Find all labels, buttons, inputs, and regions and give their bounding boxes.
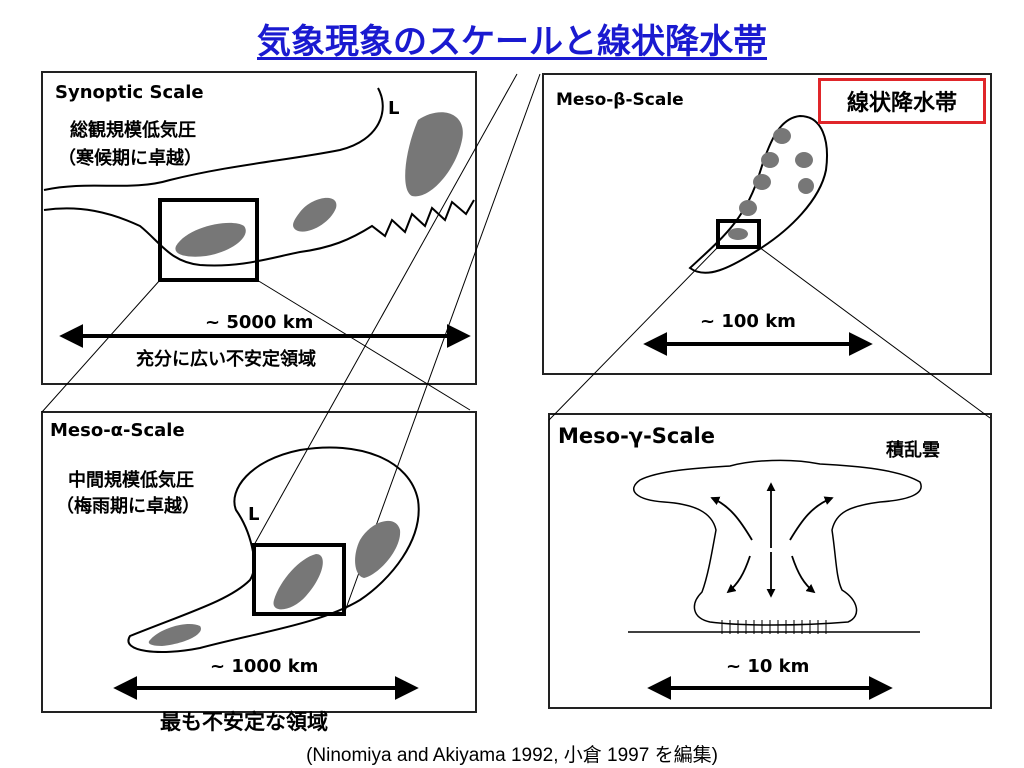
synoptic-weather-map — [43, 87, 475, 282]
rain-cell — [753, 174, 771, 190]
page-title: 気象現象のスケールと線状降水帯 — [0, 14, 1024, 63]
meso-alpha-desc-line2: （梅雨期に卓越） — [56, 496, 200, 517]
synoptic-front-line — [43, 87, 384, 191]
zoom-box-synoptic — [158, 198, 259, 282]
rain-area — [273, 554, 323, 610]
meso-gamma-heading: Meso-γ-Scale — [558, 424, 715, 448]
page-title-text: 気象現象のスケールと線状降水帯 — [257, 22, 767, 62]
synoptic-note: 充分に広い不安定領域 — [136, 349, 316, 370]
rain-area — [405, 112, 463, 197]
meso-beta-scale-label: ~ 100 km — [700, 311, 796, 332]
meso-alpha-scale-label: ~ 1000 km — [210, 656, 319, 677]
synoptic-cold-front — [43, 199, 475, 267]
meso-alpha-low-marker: L — [248, 504, 260, 525]
highlight-label: 線状降水帯 — [846, 91, 957, 116]
zoom-box-meso-beta — [716, 219, 761, 249]
rain-area — [355, 520, 401, 578]
synoptic-low-marker: L — [388, 98, 400, 119]
panel-frame-meso-alpha — [41, 411, 477, 713]
rain-area — [293, 197, 337, 232]
rain-cell — [761, 152, 779, 168]
panel-frame-meso-gamma — [548, 413, 992, 709]
rain-cell — [798, 178, 814, 194]
cumulonimbus-drawing — [628, 459, 922, 634]
meso-alpha-heading: Meso-α-Scale — [50, 420, 185, 441]
synoptic-scale-label: ~ 5000 km — [205, 312, 314, 333]
rain-cell — [795, 152, 813, 168]
rainband-outline — [688, 114, 828, 274]
precipitation-lines — [721, 620, 827, 634]
rain-area — [148, 623, 202, 646]
synoptic-heading: Synoptic Scale — [55, 82, 204, 103]
source-caption: (Ninomiya and Akiyama 1992, 小倉 1997 を編集) — [306, 745, 718, 766]
synoptic-desc-line1: 総観規模低気圧 — [70, 120, 196, 141]
rain-cell — [739, 200, 757, 216]
cloud-label: 積乱雲 — [886, 440, 940, 461]
zoom-box-meso-alpha — [252, 543, 346, 616]
meso-beta-band — [688, 114, 828, 274]
highlight-label-box: 線状降水帯 — [818, 78, 986, 124]
meso-gamma-scale-label: ~ 10 km — [726, 656, 810, 677]
panel-frame-synoptic — [41, 71, 477, 385]
rain-cell — [728, 228, 748, 240]
meso-alpha-low — [127, 446, 420, 653]
meso-beta-heading: Meso-β-Scale — [556, 90, 684, 110]
rain-area — [175, 222, 246, 257]
rain-cell — [773, 128, 791, 144]
synoptic-desc-line2: （寒候期に卓越） — [58, 148, 202, 169]
meso-alpha-note: 最も不安定な領域 — [160, 710, 328, 734]
meso-alpha-desc-line1: 中間規模低気圧 — [68, 470, 194, 491]
airflow-arrows — [710, 482, 834, 598]
panel-frame-meso-beta — [542, 73, 992, 375]
cumulonimbus-outline — [633, 459, 922, 626]
